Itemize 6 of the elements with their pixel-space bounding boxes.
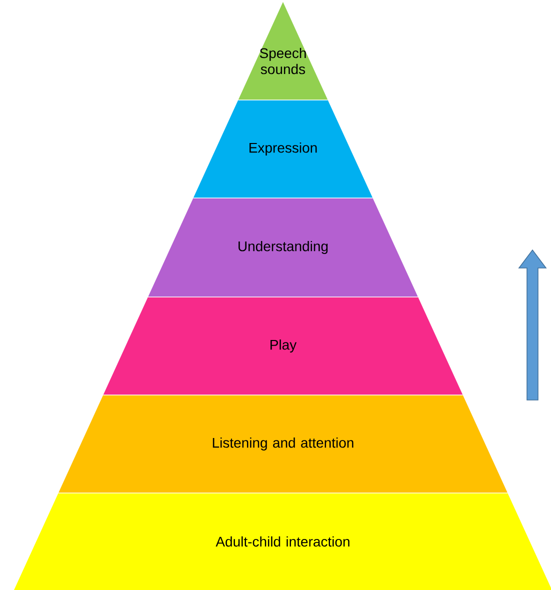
pyramid-level: Adult-child interaction bbox=[14, 493, 551, 590]
pyramid-level: Speech sounds bbox=[238, 2, 328, 100]
pyramid-level: Listening and attention bbox=[58, 395, 508, 493]
pyramid-level: Expression bbox=[193, 100, 373, 198]
pyramid-level: Play bbox=[103, 297, 463, 395]
pyramid-level: Understanding bbox=[148, 198, 418, 297]
